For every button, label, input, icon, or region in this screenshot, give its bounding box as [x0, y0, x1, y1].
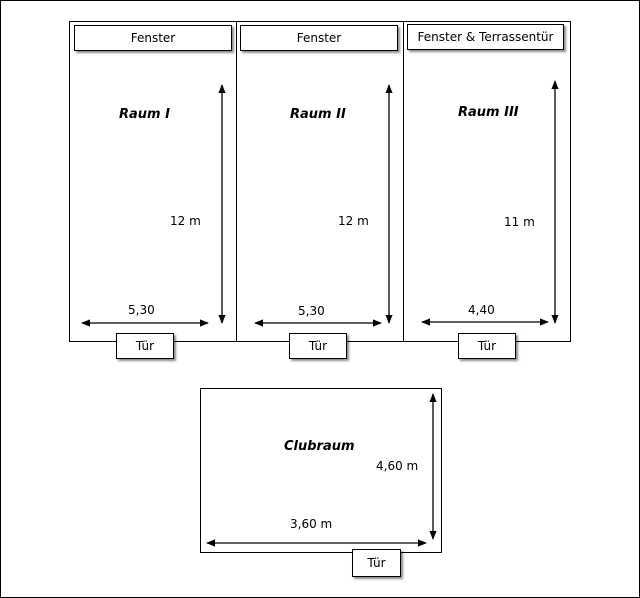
- room-1-window-label: Fenster: [74, 25, 232, 51]
- room-1: [69, 21, 237, 342]
- room-3-length-label: 11 m: [504, 215, 535, 229]
- room-2-width-label: 5,30: [298, 304, 325, 318]
- room-2-window-label: Fenster: [240, 25, 398, 51]
- room-2-length-label: 12 m: [338, 214, 369, 228]
- room-1-width-label: 5,30: [128, 303, 155, 317]
- clubroom-length-label: 4,60 m: [376, 459, 419, 473]
- room-3-width-label: 4,40: [468, 303, 495, 317]
- room-3-title: Raum III: [458, 105, 519, 120]
- room-1-door-label: Tür: [116, 333, 174, 359]
- room-2-door-label: Tür: [289, 333, 347, 359]
- room-3: [403, 21, 571, 342]
- clubroom-door-label: Tür: [352, 549, 401, 577]
- room-3-door-label: Tür: [458, 333, 516, 359]
- clubroom-title: Clubraum: [284, 439, 355, 454]
- room-3-window-label: Fenster & Terrassentür: [407, 24, 564, 50]
- room-1-title: Raum I: [119, 107, 170, 122]
- clubroom: [200, 388, 442, 553]
- room-2: [236, 21, 404, 342]
- clubroom-width-label: 3,60 m: [290, 517, 333, 531]
- room-2-title: Raum II: [290, 107, 346, 122]
- room-1-length-label: 12 m: [170, 214, 201, 228]
